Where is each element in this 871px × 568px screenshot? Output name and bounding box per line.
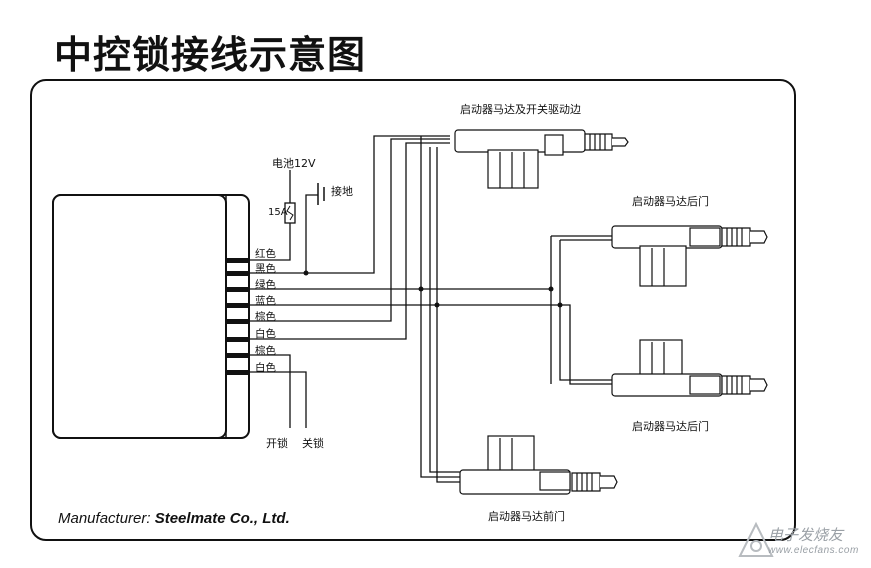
wires <box>248 135 612 483</box>
battery-label: 电池12V <box>272 157 316 170</box>
unlock-label: 开锁 <box>266 436 288 450</box>
watermark-url: www.elecfans.com <box>768 545 859 556</box>
watermark-logo-icon <box>738 521 774 557</box>
wire-label-5: 棕色 <box>255 310 276 323</box>
watermark-text: 电子发烧友 <box>768 526 844 544</box>
control-module <box>52 194 250 439</box>
fuse-icon <box>284 202 296 224</box>
junction-dots <box>303 270 563 308</box>
actuator-rear-door-2-label: 启动器马达后门 <box>632 419 709 433</box>
wire-label-4: 蓝色 <box>255 294 276 307</box>
manufacturer-name: Steelmate Co., Ltd. <box>154 510 290 527</box>
wire-label-6: 白色 <box>255 327 276 340</box>
actuator-rear-door-1 <box>611 225 768 287</box>
module-connector-pins <box>226 258 248 375</box>
wire-label-8: 白色 <box>255 361 276 374</box>
diagram-frame <box>30 79 796 541</box>
actuator-driver-master <box>454 129 629 189</box>
ground-icon <box>317 183 325 205</box>
actuator-rear-door-2 <box>611 339 768 397</box>
wire-color-labels: 红色 黑色 绿色 蓝色 棕色 白色 棕色 白色 <box>255 247 276 374</box>
lock-label: 关锁 <box>302 436 324 450</box>
wire-label-1: 红色 <box>255 247 276 260</box>
actuator-front-door-label: 启动器马达前门 <box>488 509 565 523</box>
fuse-label: 15A <box>268 207 288 218</box>
manufacturer-prefix: Manufacturer: <box>58 510 155 527</box>
manufacturer-credit: Manufacturer: Steelmate Co., Ltd. <box>58 510 290 527</box>
wire-label-7: 棕色 <box>255 344 276 357</box>
page-title: 中控锁接线示意图 <box>54 33 367 77</box>
actuator-driver-master-label: 启动器马达及开关驱动边 <box>460 102 581 116</box>
actuator-rear-door-1-label: 启动器马达后门 <box>632 194 709 208</box>
actuator-front-door <box>459 435 618 495</box>
wire-label-3: 绿色 <box>255 278 276 291</box>
wire-label-2: 黑色 <box>255 262 276 275</box>
ground-label: 接地 <box>331 185 353 198</box>
